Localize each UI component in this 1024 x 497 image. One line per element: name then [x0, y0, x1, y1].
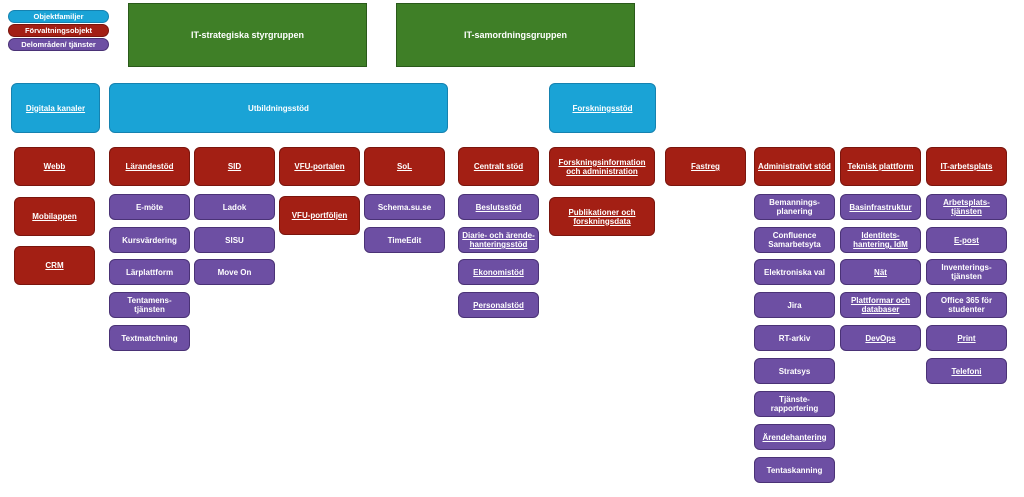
family-digital[interactable]: Digitala kanaler: [11, 83, 100, 133]
sub-kursvardering: Kursvärdering: [109, 227, 190, 253]
sub-tentaskanning: Tentaskanning: [754, 457, 835, 483]
family-education: Utbildningsstöd: [109, 83, 448, 133]
mgmt-centralt-stod[interactable]: Centralt stöd: [458, 147, 539, 186]
mgmt-vfu-portfoljen[interactable]: VFU-portföljen: [279, 196, 360, 235]
sub-beslutsstod[interactable]: Beslutsstöd: [458, 194, 539, 220]
sub-plattformar[interactable]: Plattformar och databaser: [840, 292, 921, 318]
sub-sisu: SISU: [194, 227, 275, 253]
sub-diarie[interactable]: Diarie- och ärende-hanteringsstöd: [458, 227, 539, 253]
sub-tjanste: Tjänste-rapportering: [754, 391, 835, 417]
sub-e-mote: E-möte: [109, 194, 190, 220]
sub-devops[interactable]: DevOps: [840, 325, 921, 351]
mgmt-teknisk[interactable]: Teknisk plattform: [840, 147, 921, 186]
mgmt-crm[interactable]: CRM: [14, 246, 95, 285]
mgmt-fastreg[interactable]: Fastreg: [665, 147, 746, 186]
mgmt-administrativt[interactable]: Administrativt stöd: [754, 147, 835, 186]
legend-families: Objektfamiljer: [8, 10, 109, 23]
sub-timeedit: TimeEdit: [364, 227, 445, 253]
family-research[interactable]: Forskningsstöd: [549, 83, 656, 133]
mgmt-vfu-portalen[interactable]: VFU-portalen: [279, 147, 360, 186]
sub-elektroniska-val: Elektroniska val: [754, 259, 835, 285]
sub-arbetsplats[interactable]: Arbetsplats-tjänsten: [926, 194, 1007, 220]
sub-arendehantering[interactable]: Ärendehantering: [754, 424, 835, 450]
sub-textmatchning: Textmatchning: [109, 325, 190, 351]
sub-move-on: Move On: [194, 259, 275, 285]
sub-personalstod[interactable]: Personalstöd: [458, 292, 539, 318]
mgmt-it-arbetsplats[interactable]: IT-arbetsplats: [926, 147, 1007, 186]
sub-telefoni[interactable]: Telefoni: [926, 358, 1007, 384]
group-strategic: IT-strategiska styrgruppen: [128, 3, 367, 67]
sub-ekonomistod[interactable]: Ekonomistöd: [458, 259, 539, 285]
sub-jira: Jira: [754, 292, 835, 318]
mgmt-publikationer[interactable]: Publikationer och forskningsdata: [549, 197, 655, 236]
mgmt-sid[interactable]: SID: [194, 147, 275, 186]
legend-management: Förvaltningsobjekt: [8, 24, 109, 37]
sub-nat[interactable]: Nät: [840, 259, 921, 285]
sub-larplattform: Lärplattform: [109, 259, 190, 285]
mgmt-webb[interactable]: Webb: [14, 147, 95, 186]
mgmt-larandestod[interactable]: Lärandestöd: [109, 147, 190, 186]
mgmt-sol[interactable]: SoL: [364, 147, 445, 186]
sub-office: Office 365 för studenter: [926, 292, 1007, 318]
sub-confluence: Confluence Samarbetsyta: [754, 227, 835, 253]
sub-stratsys: Stratsys: [754, 358, 835, 384]
sub-rt-arkiv: RT-arkiv: [754, 325, 835, 351]
sub-bemanning: Bemannings-planering: [754, 194, 835, 220]
sub-e-post[interactable]: E-post: [926, 227, 1007, 253]
group-coordination: IT-samordningsgruppen: [396, 3, 635, 67]
sub-schema: Schema.su.se: [364, 194, 445, 220]
mgmt-forskningsinformation[interactable]: Forskningsinformation och administration: [549, 147, 655, 186]
sub-tentamenstjansten: Tentamens-tjänsten: [109, 292, 190, 318]
sub-identitets[interactable]: Identitets-hantering, IdM: [840, 227, 921, 253]
sub-basinfrastruktur[interactable]: Basinfrastruktur: [840, 194, 921, 220]
mgmt-mobilappen[interactable]: Mobilappen: [14, 197, 95, 236]
sub-print[interactable]: Print: [926, 325, 1007, 351]
sub-inventering: Inventerings-tjänsten: [926, 259, 1007, 285]
legend-subareas: Delområden/ tjänster: [8, 38, 109, 51]
sub-ladok: Ladok: [194, 194, 275, 220]
